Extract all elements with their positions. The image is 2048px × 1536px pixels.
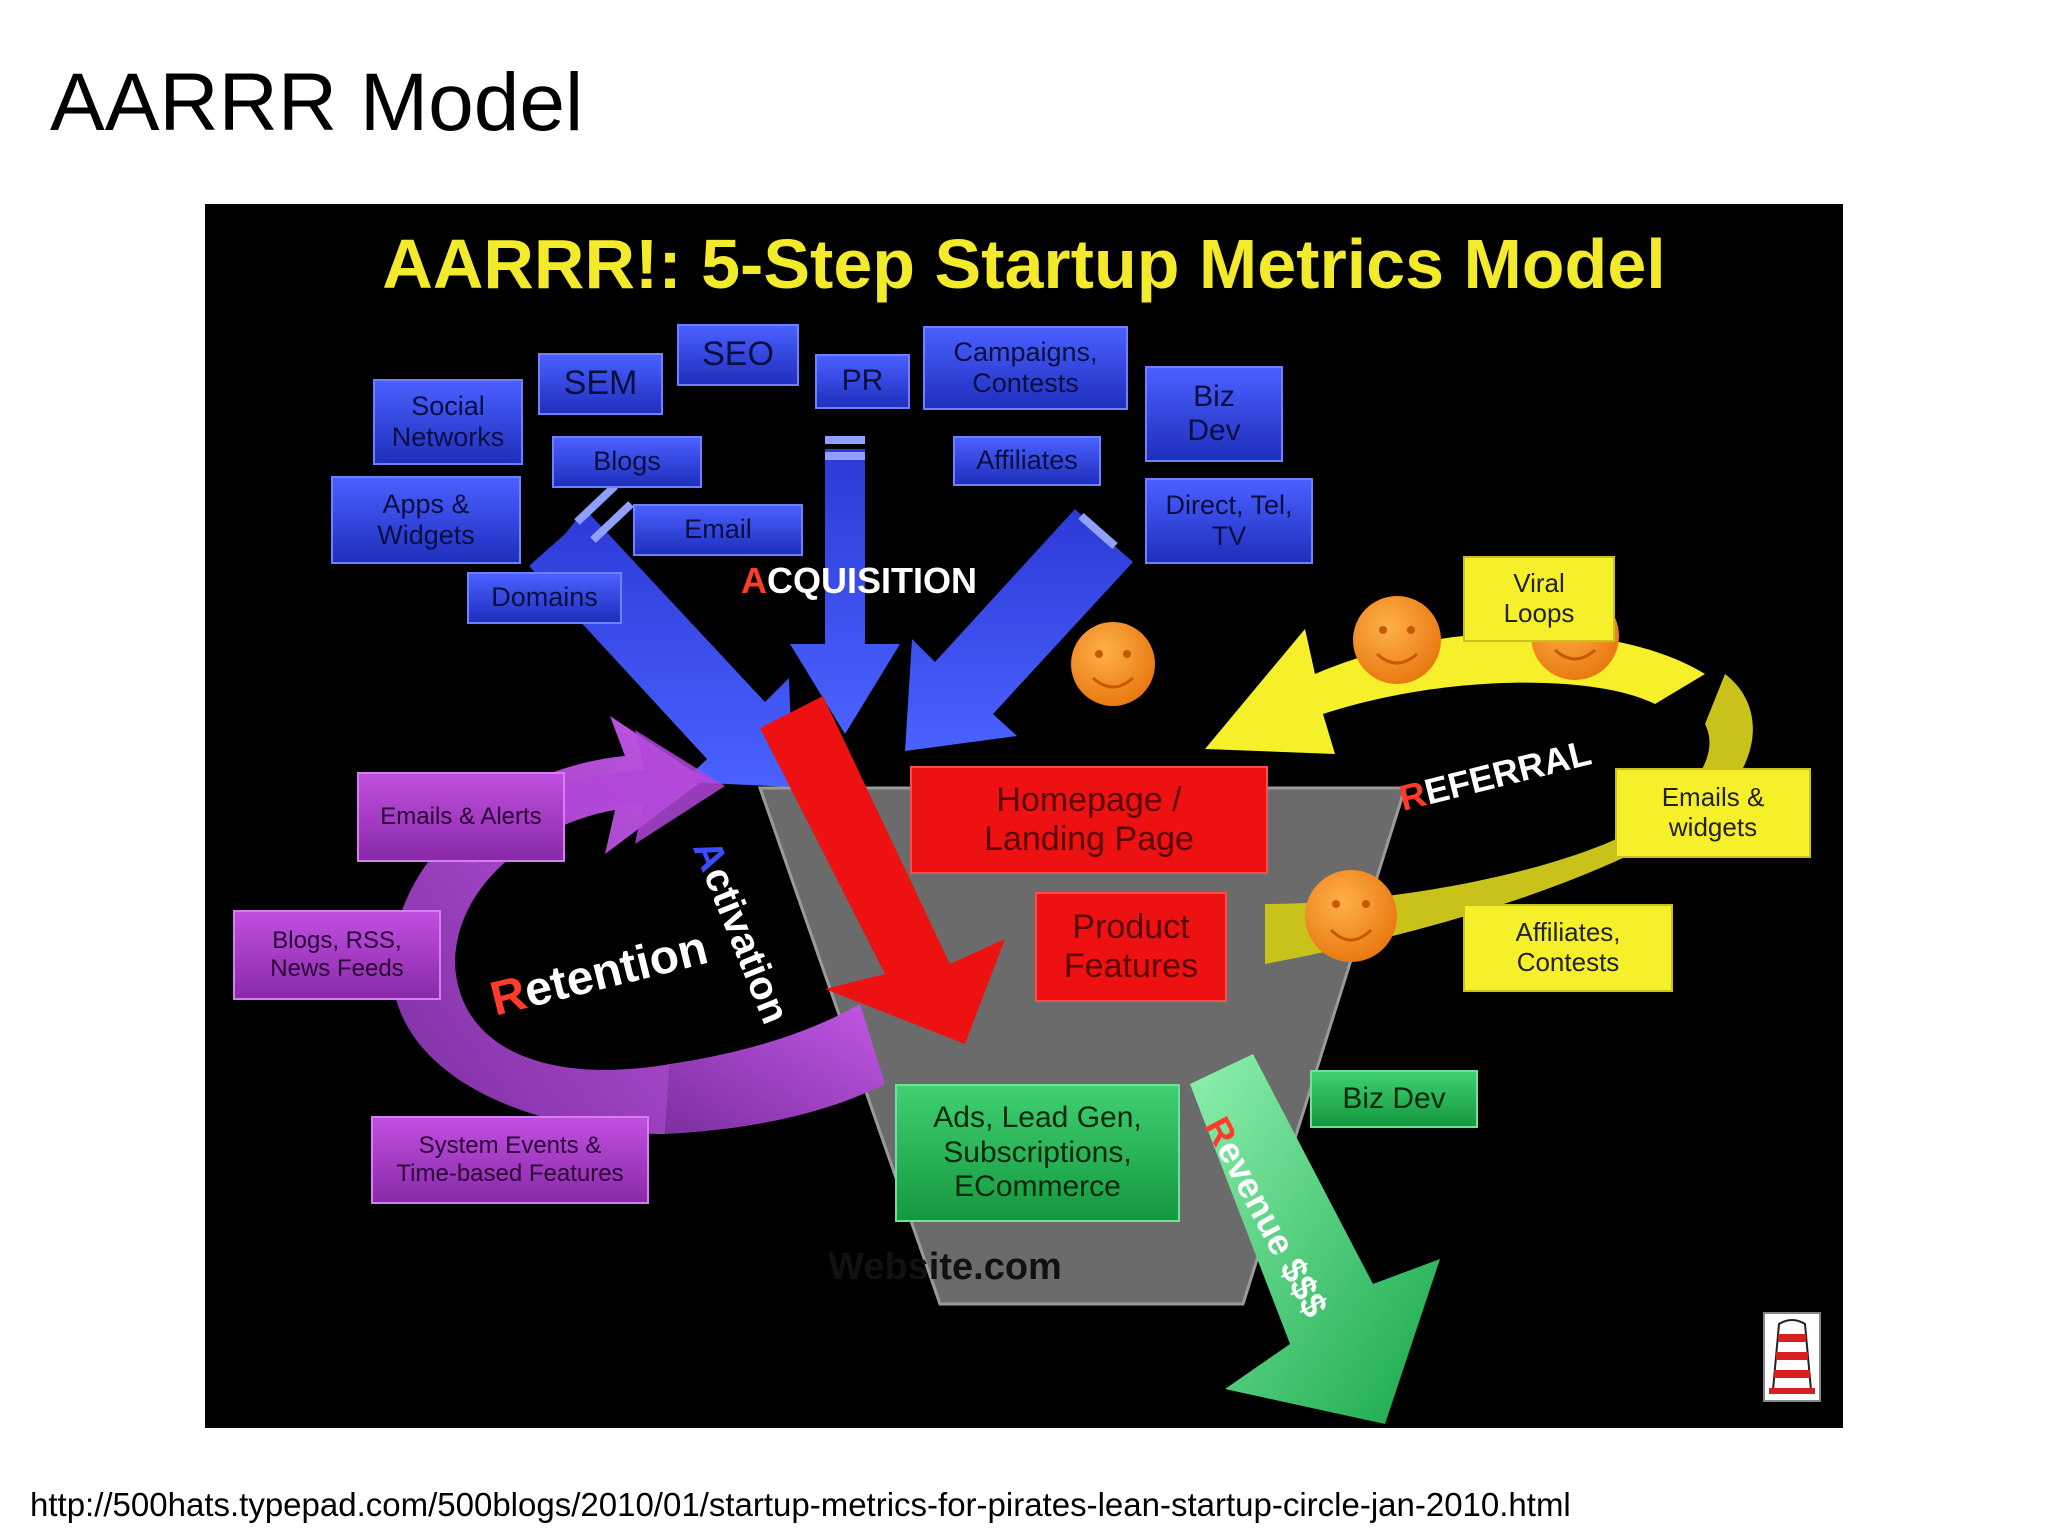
referral-affiliates-contests: Affiliates, Contests	[1463, 904, 1673, 992]
diagram-title: AARRR!: 5-Step Startup Metrics Model	[382, 225, 1666, 303]
channel-blogs: Blogs	[552, 436, 702, 488]
channel-sem: SEM	[538, 353, 663, 415]
revenue-arrow	[1190, 1054, 1440, 1424]
channel-campaigns-contests: Campaigns, Contests	[923, 326, 1128, 410]
website-label: Website.com	[828, 1246, 1062, 1288]
channel-pr: PR	[815, 354, 910, 409]
acquisition-arrow-right	[905, 509, 1133, 751]
channel-seo: SEO	[677, 324, 799, 386]
stage-label-acquisition: ACQUISITION	[741, 560, 978, 601]
smiley-face-icon-2	[1353, 596, 1441, 684]
channel-apps-widgets: Apps & Widgets	[331, 476, 521, 564]
channel-email: Email	[633, 504, 803, 556]
referral-viral-loops: Viral Loops	[1463, 556, 1615, 642]
acquisition-arrow-center	[790, 436, 900, 734]
smiley-face-icon-4	[1305, 870, 1397, 962]
channel-domains: Domains	[467, 572, 622, 624]
source-url-link[interactable]: http://500hats.typepad.com/500blogs/2010…	[30, 1486, 1571, 1523]
activation-product-features: Product Features	[1035, 892, 1227, 1002]
retention-blogs-rss-news-feeds: Blogs, RSS, News Feeds	[233, 910, 441, 1000]
channel-biz-dev: Biz Dev	[1145, 366, 1283, 462]
retention-emails-alerts: Emails & Alerts	[357, 772, 565, 862]
channel-social-networks: Social Networks	[373, 379, 523, 465]
channel-direct-tel-tv: Direct, Tel, TV	[1145, 478, 1313, 564]
aarrr-diagram-panel: AARRR!: 5-Step Startup Metrics Model Soc…	[205, 204, 1843, 1428]
channel-affiliates: Affiliates	[953, 436, 1101, 486]
revenue-biz-dev: Biz Dev	[1310, 1070, 1478, 1128]
smiley-face-icon-1	[1071, 622, 1155, 706]
cat-in-hat-logo-icon	[1763, 1312, 1821, 1402]
revenue-ads-leadgen-subscriptions: Ads, Lead Gen, Subscriptions, ECommerce	[895, 1084, 1180, 1222]
activation-homepage-landing-page: Homepage / Landing Page	[910, 766, 1268, 874]
hat-icon	[1769, 1319, 1815, 1394]
retention-system-events: System Events & Time-based Features	[371, 1116, 649, 1204]
referral-emails-widgets: Emails & widgets	[1615, 768, 1811, 858]
slide-title: AARRR Model	[50, 57, 584, 148]
activation-arrow	[760, 696, 1005, 1044]
